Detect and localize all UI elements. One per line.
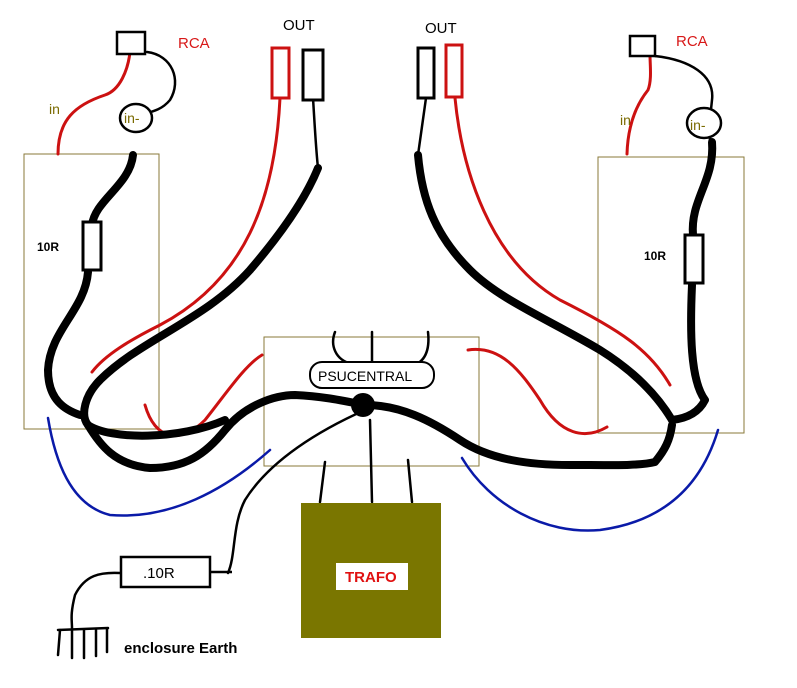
left-speaker-ground bbox=[80, 164, 322, 429]
blue-earth-wires bbox=[46, 416, 720, 532]
right-resistor bbox=[683, 233, 705, 285]
earth-to-resistor bbox=[70, 571, 122, 630]
trafo-lead-right bbox=[406, 458, 414, 504]
left-psu-red-wire bbox=[143, 353, 264, 438]
earth-lead bbox=[226, 408, 367, 575]
left-out-black-terminal bbox=[301, 48, 325, 102]
left-resistor bbox=[81, 220, 103, 272]
right-in-minus-loop bbox=[685, 106, 723, 140]
left-out-speaker-wire bbox=[90, 96, 282, 374]
resistor-right-label: 10R bbox=[644, 249, 666, 263]
left-out-black-wire bbox=[311, 96, 320, 170]
in-minus-left-label: in- bbox=[124, 110, 140, 126]
psu-to-right-ground bbox=[361, 401, 676, 470]
trafo-lead-mid bbox=[368, 418, 374, 504]
trafo-label: TRAFO bbox=[345, 569, 397, 586]
out-left-label: OUT bbox=[283, 17, 315, 34]
rca-right-label: RCA bbox=[676, 33, 708, 50]
earth-resistor-label: .10R bbox=[143, 565, 175, 582]
left-in-wire bbox=[56, 50, 132, 156]
trafo-label-bg bbox=[336, 563, 408, 590]
star-ground-node bbox=[351, 393, 375, 417]
earth-symbol-icon bbox=[56, 626, 110, 660]
left-resistor-to-ground bbox=[44, 268, 92, 419]
right-psu-red-wire bbox=[466, 347, 609, 436]
left-out-red-terminal bbox=[270, 46, 291, 100]
right-out-black-wire bbox=[416, 96, 428, 157]
right-out-red-terminal bbox=[444, 43, 464, 99]
left-loop-lower bbox=[84, 416, 229, 440]
red-signal-wires bbox=[56, 50, 672, 438]
right-earth-wire bbox=[460, 428, 720, 532]
right-in-wire bbox=[625, 53, 652, 156]
right-resistor-to-ground bbox=[668, 281, 709, 424]
left-in-minus-loop bbox=[118, 102, 154, 134]
resistor-left-label: 10R bbox=[37, 240, 59, 254]
psu-label: PSUCENTRAL bbox=[318, 368, 412, 384]
enclosure-earth-label: enclosure Earth bbox=[124, 640, 237, 657]
trafo-lead-left bbox=[318, 460, 327, 504]
left-in-minus-to-resistor bbox=[88, 151, 137, 229]
right-amp-board bbox=[597, 156, 745, 434]
out-right-label: OUT bbox=[425, 20, 457, 37]
in-right-label: in bbox=[620, 112, 631, 128]
left-main-ground-loop bbox=[84, 391, 369, 472]
earth-resistor bbox=[119, 555, 212, 589]
psu-label-box bbox=[309, 361, 435, 389]
in-left-label: in bbox=[49, 101, 60, 117]
right-out-black-terminal bbox=[416, 46, 436, 100]
right-out-speaker-wire bbox=[453, 96, 672, 387]
in-minus-right-label: in- bbox=[690, 117, 706, 133]
left-rca-connector bbox=[115, 30, 147, 56]
right-rca-connector bbox=[628, 34, 657, 58]
rca-left-label: RCA bbox=[178, 35, 210, 52]
thick-ground-wires bbox=[44, 138, 717, 472]
right-speaker-ground bbox=[414, 151, 676, 424]
left-earth-wire bbox=[46, 416, 272, 517]
right-in-minus-to-resistor bbox=[688, 138, 717, 239]
